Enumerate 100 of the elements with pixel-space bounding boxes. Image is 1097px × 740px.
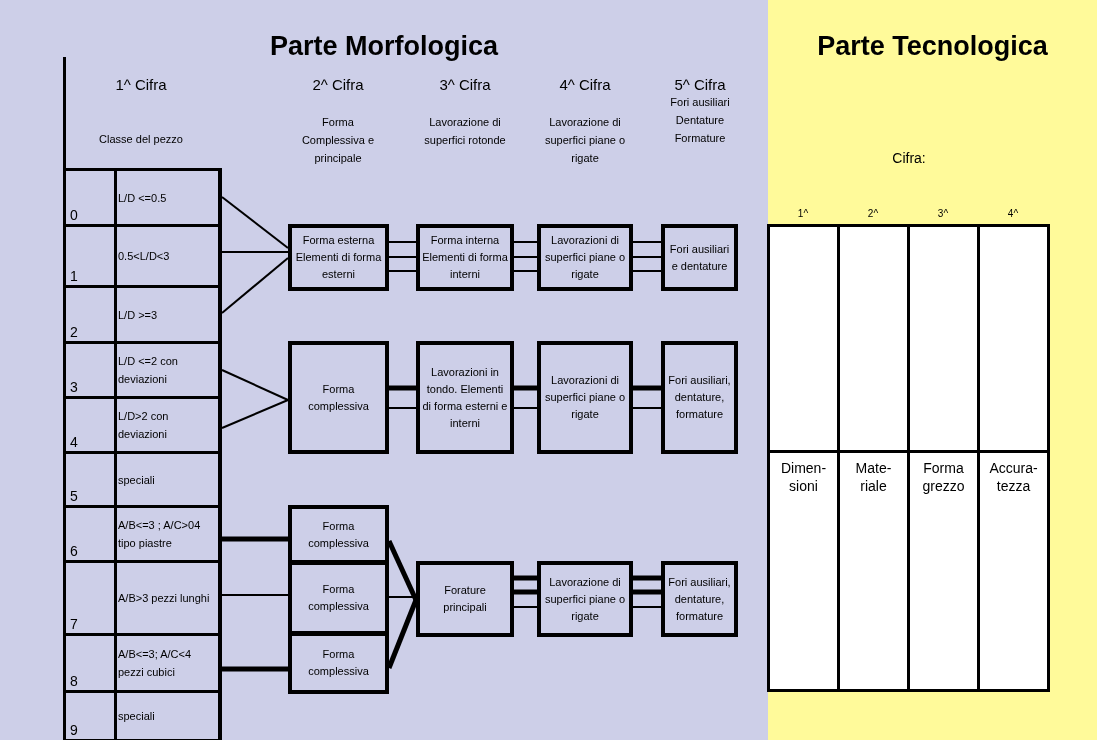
class-description: L/D >=3 [118,307,158,323]
column-label: Dimen- sioni [780,460,827,494]
connector-line [633,385,661,391]
class-description: A/B<=3 ; A/C>04 tipo piastre [118,518,202,551]
class-digit: 3 [70,379,78,395]
panel [768,0,1097,740]
connector-line [388,241,417,243]
class-row [63,560,222,636]
column-heading: 4^ [1007,207,1019,221]
box-text: Forma esterna Elementi di forma esterni [294,233,383,282]
class-row [63,633,222,693]
feature-box [661,341,738,454]
class-description: speciali [118,472,155,488]
box-text: Lavorazioni di superfici piane o rigate [543,373,627,422]
panel-title: Parte Morfologica [269,30,498,63]
box-text: Lavorazione di superfici piane o rigate [543,574,627,624]
column-heading: 4^ Cifra [559,75,611,95]
column-heading: Classe del pezzo [99,132,183,147]
connector-line [633,589,661,595]
connector-line [388,256,417,258]
column-label: Forma grezzo [922,460,965,494]
connector-line [513,256,538,258]
box-text: Lavorazioni di superfici piane o rigate [543,233,627,282]
box-text: Fori ausiliari, dentature, formature [667,373,732,422]
class-description: L/D <=2 con deviazioni [118,354,179,387]
panel [0,0,768,740]
class-description: L/D <=0.5 [118,190,167,206]
connector-line [386,539,419,602]
class-description: speciali [118,709,155,724]
connector-line [221,369,289,401]
feature-box [288,341,389,454]
class-digit: 7 [70,616,78,632]
connector-line [633,575,661,581]
box-text: Forma complessiva [307,381,370,414]
feature-box [416,561,514,637]
connector-line [513,606,538,608]
connector-line [632,241,662,243]
connector-line [514,589,537,595]
connector-line [514,385,537,391]
connector-line [388,270,417,272]
column-heading: 2^ [867,207,879,221]
connector-line [221,594,289,596]
connector-line [221,257,289,314]
class-digit: 6 [70,543,78,559]
attribute-column [767,224,840,692]
box-text: Forma complessiva [307,582,370,614]
column-heading: 3^ [937,207,949,221]
feature-box [537,561,633,637]
class-digit: 5 [70,488,78,504]
connector-line [632,270,662,272]
class-row [63,341,222,399]
column-heading: Forma Complessiva e principale [300,115,376,166]
column-heading: 3^ Cifra [439,75,491,95]
connector-line [221,251,289,253]
feature-box [416,341,514,454]
connector-line [632,407,662,409]
class-description: 0.5<L/D<3 [118,249,170,264]
class-row [63,505,222,563]
box-text: Forma complessiva [307,518,370,551]
box-text: Fori ausiliari, dentature, formature [667,574,732,624]
class-digit: 1 [70,268,78,284]
feature-box [288,632,389,694]
column-heading: 5^ Cifra [674,75,726,95]
box-text: Forature principali [442,583,488,615]
class-row [63,285,222,344]
connector-line [632,256,662,258]
feature-box [537,341,633,454]
feature-box [288,561,389,635]
connector-line [514,575,537,581]
attribute-column [907,224,980,692]
column-label: Accura- tezza [989,460,1038,494]
connector-line [389,385,416,391]
feature-box [537,224,633,291]
feature-box [661,561,738,637]
box-text: Lavorazioni in tondo. Elementi di forma esterni e interni [421,364,509,431]
feature-box [288,505,389,564]
box-text: Forma complessiva [307,647,370,679]
connector-line [513,407,538,409]
class-row [63,224,222,288]
column-heading: Lavorazione di superfici rotonde [423,115,507,148]
class-description: A/B<=3; A/C<4 pezzi cubici [118,647,193,680]
connector-line [386,599,419,669]
class-digit: 0 [70,207,78,223]
connector-line [513,270,538,272]
class-row [63,396,222,454]
feature-box [416,224,514,291]
box-text: Forma interna Elementi di forma interni [421,233,509,282]
class-row [63,451,222,508]
column-heading: 1^ Cifra [115,75,167,95]
attribute-column [837,224,910,692]
connector-line [388,407,417,409]
box-text: Fori ausiliari e dentature [668,241,731,274]
connector-line [221,196,289,249]
class-digit: 8 [70,673,78,689]
feature-box [661,224,738,291]
column-label: Mate- riale [855,460,892,494]
panel-title: Parte Tecnologica [817,30,1048,63]
connector-line [632,606,662,608]
connector-line [222,666,288,672]
column-heading: 2^ Cifra [312,75,364,95]
